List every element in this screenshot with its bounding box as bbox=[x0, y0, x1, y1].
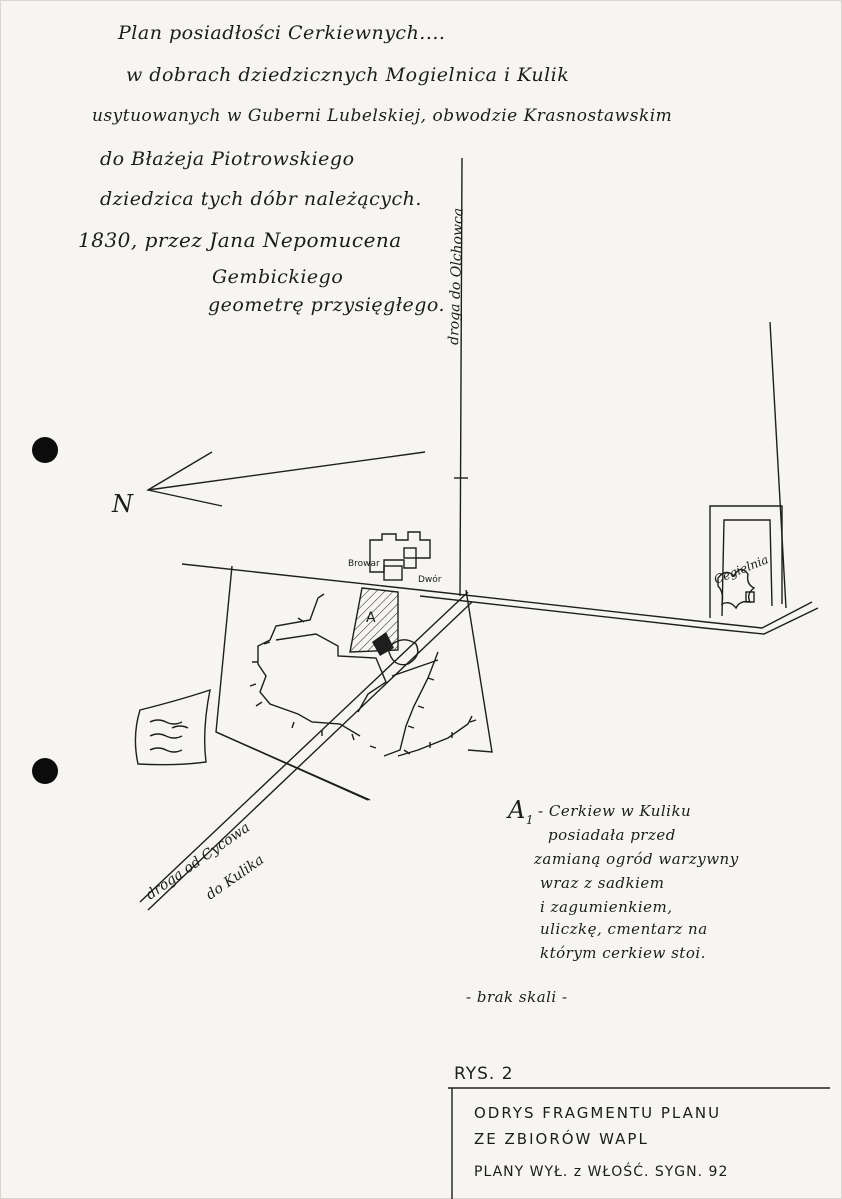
figure-reference: PLANY WYŁ. z WŁOŚĆ. SYGN. 92 bbox=[474, 1164, 729, 1180]
title-line-2: w dobrach dziedzicznych Mogielnica i Kul… bbox=[126, 64, 570, 86]
title-line-1: Plan posiadłości Cerkiewnych.... bbox=[118, 22, 446, 44]
dwor-label: Dwór bbox=[418, 574, 442, 585]
legend-marker: A1 bbox=[508, 796, 534, 827]
buildings bbox=[369, 531, 431, 581]
browar-label: Browar bbox=[348, 559, 380, 569]
title-line-5: dziedzica tych dóbr należących. bbox=[100, 188, 422, 210]
punch-hole-top bbox=[32, 437, 58, 463]
church-plot-marker: A bbox=[366, 610, 376, 626]
cegielnia-label: Cegielnia bbox=[712, 552, 771, 587]
legend-line-7: którym cerkiew stoi. bbox=[540, 944, 706, 962]
legend-line-2: posiadała przed bbox=[548, 826, 676, 844]
road-cycow bbox=[139, 591, 473, 911]
right-boundary bbox=[769, 321, 787, 609]
legend-marker-subscript: 1 bbox=[525, 812, 534, 827]
parcel-boundaries bbox=[215, 565, 493, 801]
road-olchowiec-line bbox=[459, 157, 463, 597]
figure-caption-line-1: ODRYS FRAGMENTU PLANU bbox=[474, 1104, 722, 1122]
figure-caption-line-2: ZE ZBIORÓW WAPL bbox=[474, 1130, 649, 1148]
title-line-6: 1830, przez Jana Nepomucena bbox=[78, 228, 402, 252]
lake bbox=[134, 688, 211, 766]
legend-marker-letter: A bbox=[508, 796, 526, 824]
road-olchowiec-label: droga do Olchowca bbox=[446, 208, 467, 346]
north-label: N bbox=[111, 490, 134, 518]
figure-label: RYS. 2 bbox=[454, 1064, 514, 1084]
legend-line-4: wraz z sadkiem bbox=[540, 874, 665, 892]
north-arrow-icon bbox=[146, 451, 426, 507]
road-cycow-label-1: droga od Cycowa bbox=[143, 820, 253, 904]
cegielnia-parcel bbox=[709, 505, 783, 618]
main-road bbox=[181, 563, 819, 635]
title-line-8: geometrę przysięgłego. bbox=[208, 294, 446, 316]
title-line-3: usytuowanych w Guberni Lubelskiej, obwod… bbox=[92, 106, 673, 126]
scale-note: - brak skali - bbox=[466, 988, 568, 1006]
legend-line-1: - Cerkiew w Kuliku bbox=[538, 802, 692, 820]
legend-line-5: i zagumienkiem, bbox=[540, 898, 673, 916]
title-line-7: Gembickiego bbox=[212, 266, 344, 288]
title-line-4: do Błażeja Piotrowskiego bbox=[100, 148, 355, 170]
punch-hole-bottom bbox=[32, 758, 58, 784]
legend-line-6: uliczkę, cmentarz na bbox=[540, 920, 708, 938]
legend-line-3: zamianą ogród warzywny bbox=[534, 850, 739, 868]
